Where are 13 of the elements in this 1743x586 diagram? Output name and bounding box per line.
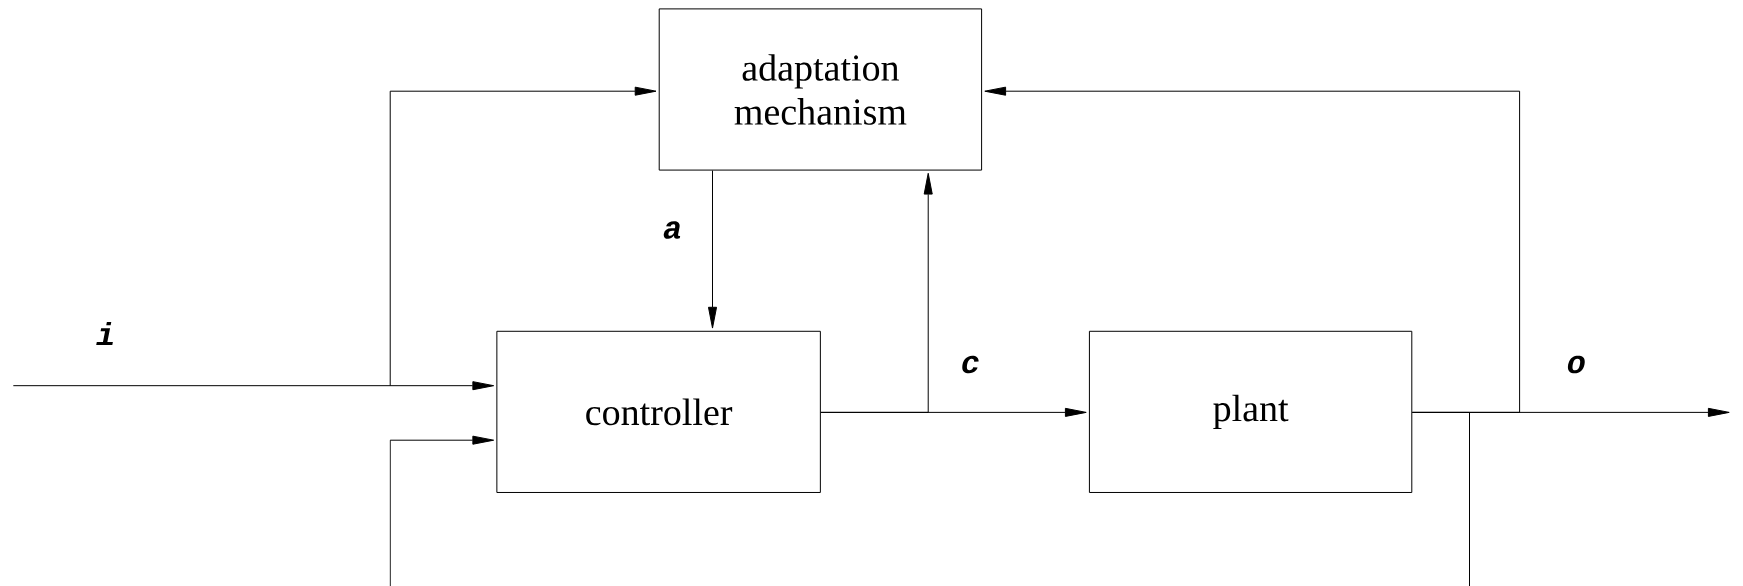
arrow — [820, 172, 933, 413]
arrow — [984, 86, 1521, 413]
block-box: adaptation mechanism — [658, 8, 983, 171]
edge-label: o — [1567, 355, 1585, 374]
edge-label: c — [962, 355, 979, 374]
arrow — [12, 381, 495, 391]
edge-label: a — [663, 221, 681, 239]
block-box: controller — [496, 330, 821, 493]
edge-label: i — [96, 321, 113, 346]
block-box: plant — [1088, 330, 1413, 493]
arrow — [389, 86, 657, 387]
arrow — [389, 411, 1470, 586]
arrow — [707, 170, 718, 329]
